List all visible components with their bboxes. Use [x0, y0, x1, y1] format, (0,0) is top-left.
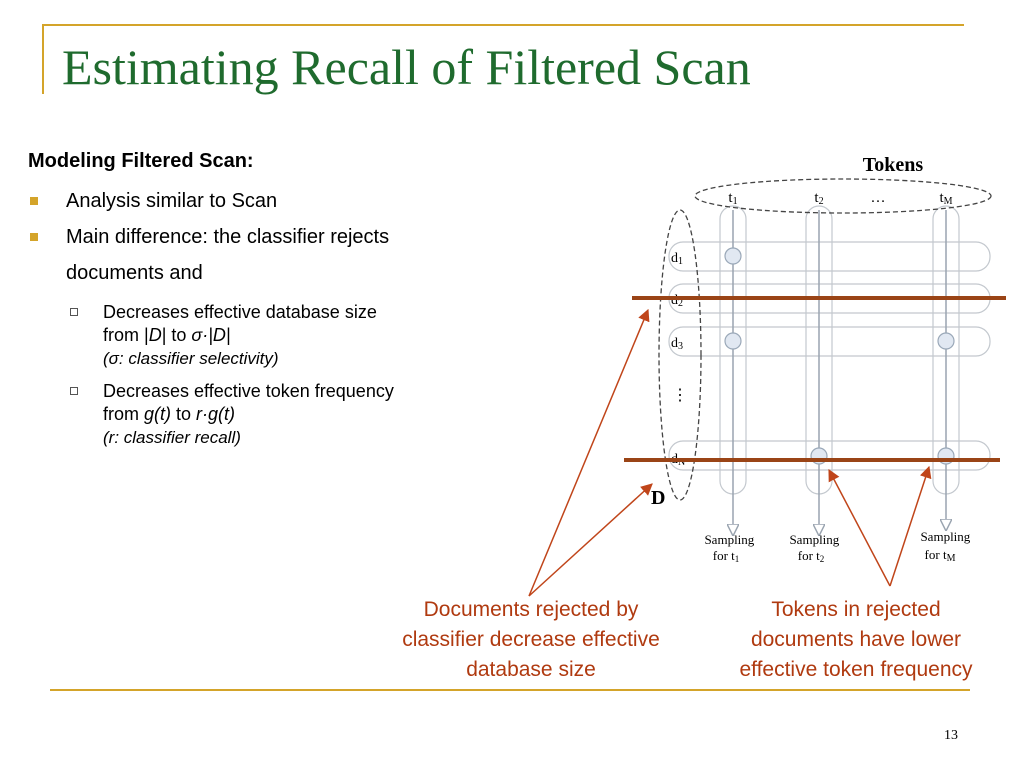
token-label-t2: t2: [814, 190, 823, 207]
doc-row-d3: [668, 326, 991, 357]
token-columns: [719, 205, 960, 530]
top-frame-line: [42, 24, 964, 26]
callout-line: Tokens in rejected: [771, 598, 941, 621]
callout-rejected-documents: Documents rejected by classifier decreas…: [356, 595, 706, 685]
doc-row-d1: [668, 241, 991, 272]
tokens-ellipse: [694, 178, 992, 214]
bullet-text-line1: Main difference: the classifier rejects: [66, 226, 390, 248]
sampling-label-t1: Sampling for t1: [704, 532, 757, 564]
left-frame-line: [42, 24, 44, 94]
page-number: 13: [944, 728, 958, 743]
bullet-analysis: Analysis similar to Scan: [28, 183, 498, 219]
doc-label-d1: d1: [671, 251, 683, 267]
doc-label-d2: d2: [671, 293, 683, 309]
bullet-content: Modeling Filtered Scan: Analysis similar…: [28, 150, 498, 449]
sampling-label-tM: Sampling for tM: [920, 529, 973, 564]
token-label-tM: tM: [939, 190, 952, 207]
callout-line: Documents rejected by: [423, 598, 639, 621]
square-bullet-icon: [30, 197, 38, 205]
callout-line: effective token frequency: [739, 658, 973, 681]
sub-bullet-token-frequency: Decreases effective token frequency from…: [28, 380, 498, 449]
token-label-t1: t1: [728, 190, 737, 207]
dot-d3-t1: [724, 332, 742, 350]
bullet-main-difference: Main difference: the classifier rejects …: [28, 219, 498, 291]
callout-line: database size: [466, 658, 596, 681]
callout-line: classifier decrease effective: [402, 628, 660, 651]
token-label-ellipsis: …: [871, 190, 886, 206]
hollow-square-bullet-icon: [70, 308, 78, 316]
callout-arrows: [528, 308, 932, 597]
slide-title: Estimating Recall of Filtered Scan: [62, 39, 751, 95]
text-sigma-D: σ·|D|: [191, 325, 231, 345]
arrow-right-to-tM: [889, 465, 932, 587]
hollow-square-bullet-icon: [70, 387, 78, 395]
sampling-label-t2: Sampling for t2: [789, 532, 842, 564]
text-to: to: [171, 404, 197, 424]
bullet-text: Analysis similar to Scan: [66, 190, 278, 212]
text-r-g-t: r·g(t): [196, 404, 236, 424]
sub-bullet-note: (r: classifier recall): [103, 428, 241, 447]
sub-bullet-note: (σ: classifier selectivity): [103, 349, 279, 368]
callout-line: documents have lower: [750, 628, 962, 651]
sub-bullet-database-size: Decreases effective database size from |…: [28, 301, 498, 370]
doc-label-vertical-ellipsis: ⋮: [672, 387, 688, 404]
documents-ellipse: [658, 209, 702, 501]
sub-bullet-line1: Decreases effective token frequency: [103, 381, 394, 401]
text-to: | to: [161, 325, 192, 345]
bullet-text-line2: documents and: [66, 262, 203, 284]
document-rows: [668, 241, 991, 471]
arrow-right-to-t2: [828, 468, 891, 587]
arrow-left-to-dN: [528, 483, 653, 597]
arrow-left-to-d2: [528, 308, 650, 597]
text-g-t: g(t): [144, 404, 172, 424]
tokens-heading: Tokens: [863, 154, 924, 176]
dot-d3-tM: [937, 332, 955, 350]
text-from: from |: [103, 325, 149, 345]
sub-bullet-line1: Decreases effective database size: [103, 302, 377, 322]
doc-label-d3: d3: [671, 336, 683, 352]
callout-token-frequency: Tokens in rejected documents have lower …: [706, 595, 1006, 685]
dot-d1-t1: [724, 247, 742, 265]
content-heading: Modeling Filtered Scan:: [28, 150, 254, 172]
square-bullet-icon: [30, 233, 38, 241]
database-D-label: D: [651, 487, 665, 509]
text-from: from: [103, 404, 145, 424]
bottom-frame-line: [50, 689, 970, 691]
text-D: D: [148, 325, 162, 345]
